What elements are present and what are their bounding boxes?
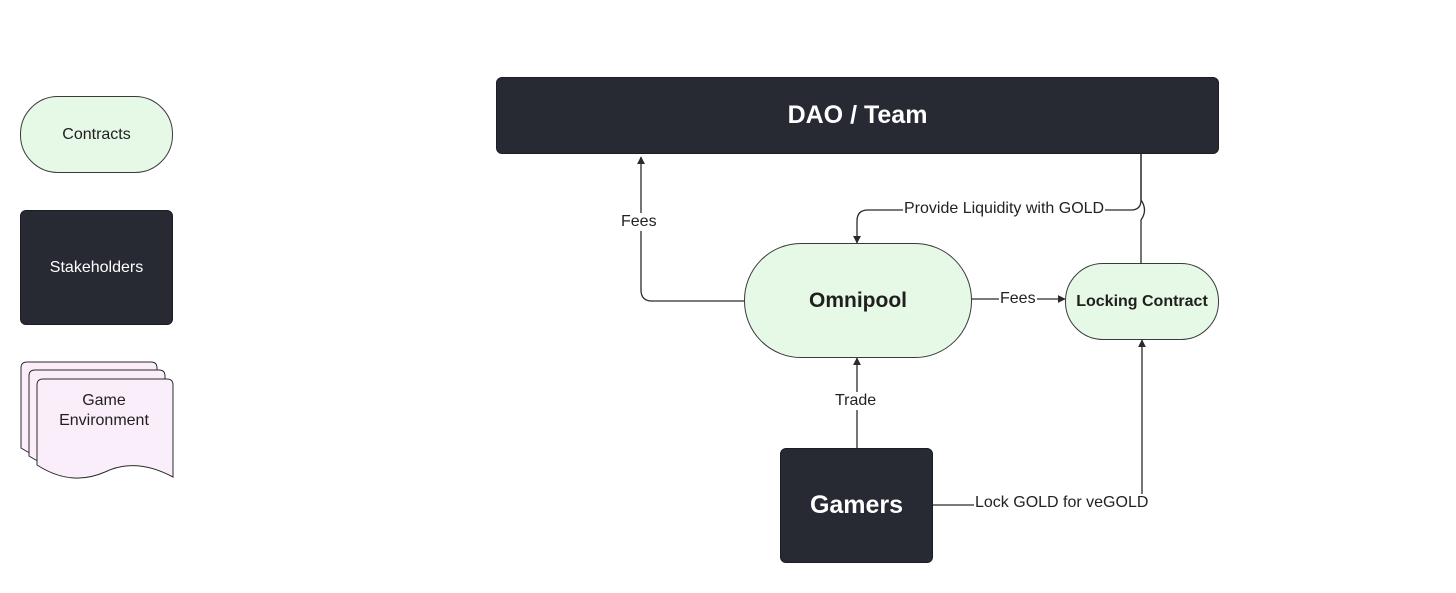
edge-fees-to-dao	[637, 156, 744, 302]
dao-team-label: DAO / Team	[787, 101, 928, 129]
edge-label-provide-liquidity: Provide Liquidity with GOLD	[903, 200, 1106, 218]
edge-liquidity-to-locking	[1140, 154, 1146, 263]
omnipool-node: Omnipool	[744, 243, 972, 358]
edge-provide-liquidity	[853, 154, 1142, 244]
legend-stakeholders: Stakeholders	[20, 210, 173, 325]
edge-label-fees-to-locking: Fees	[999, 290, 1037, 308]
gamers-node: Gamers	[780, 448, 933, 563]
edge-lock-gold	[933, 339, 1146, 506]
legend-game-environment-label: Game Environment	[59, 392, 149, 429]
edge-label-trade: Trade	[834, 392, 878, 410]
omnipool-label: Omnipool	[809, 288, 907, 312]
gamers-label: Gamers	[809, 491, 904, 519]
legend-contracts-label: Contracts	[62, 125, 131, 143]
locking-contract-node: Locking Contract	[1065, 263, 1219, 340]
locking-contract-label: Locking Contract	[1076, 292, 1208, 310]
legend-stakeholders-label: Stakeholders	[49, 258, 144, 276]
edge-label-lock-gold: Lock GOLD for veGOLD	[974, 494, 1150, 512]
legend-game-environment-shape	[20, 361, 174, 479]
dao-team-node: DAO / Team	[496, 77, 1219, 154]
legend-game-environment: Game Environment	[44, 386, 164, 436]
edge-label-fees-to-dao: Fees	[620, 213, 658, 231]
legend-contracts: Contracts	[20, 96, 173, 173]
